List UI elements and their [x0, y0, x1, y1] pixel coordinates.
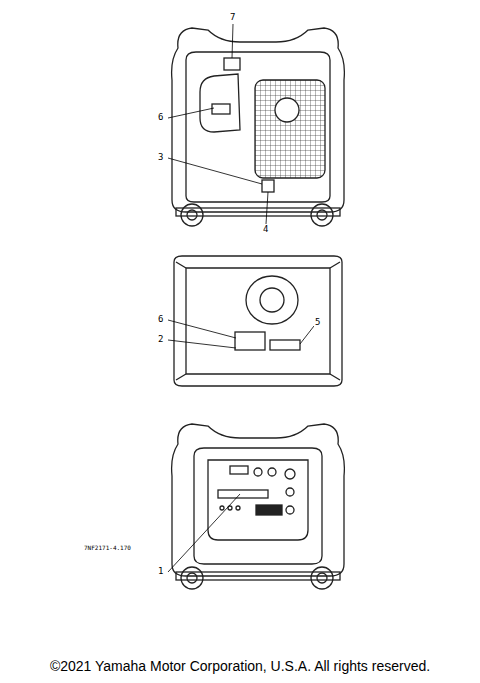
callout-number: 7	[229, 12, 236, 23]
callout-number: 1	[157, 566, 164, 577]
callout-number: 2	[157, 334, 164, 345]
callout-number: 6	[157, 112, 164, 123]
callout-number: 3	[157, 152, 164, 163]
copyright-caption: ©2021 Yamaha Motor Corporation, U.S.A. A…	[0, 659, 480, 673]
callout-number: 6	[157, 314, 164, 325]
drawing-code: 7NF2171-4.170	[84, 545, 131, 551]
callout-number: 4	[262, 224, 269, 235]
callout-number: 5	[314, 317, 321, 328]
